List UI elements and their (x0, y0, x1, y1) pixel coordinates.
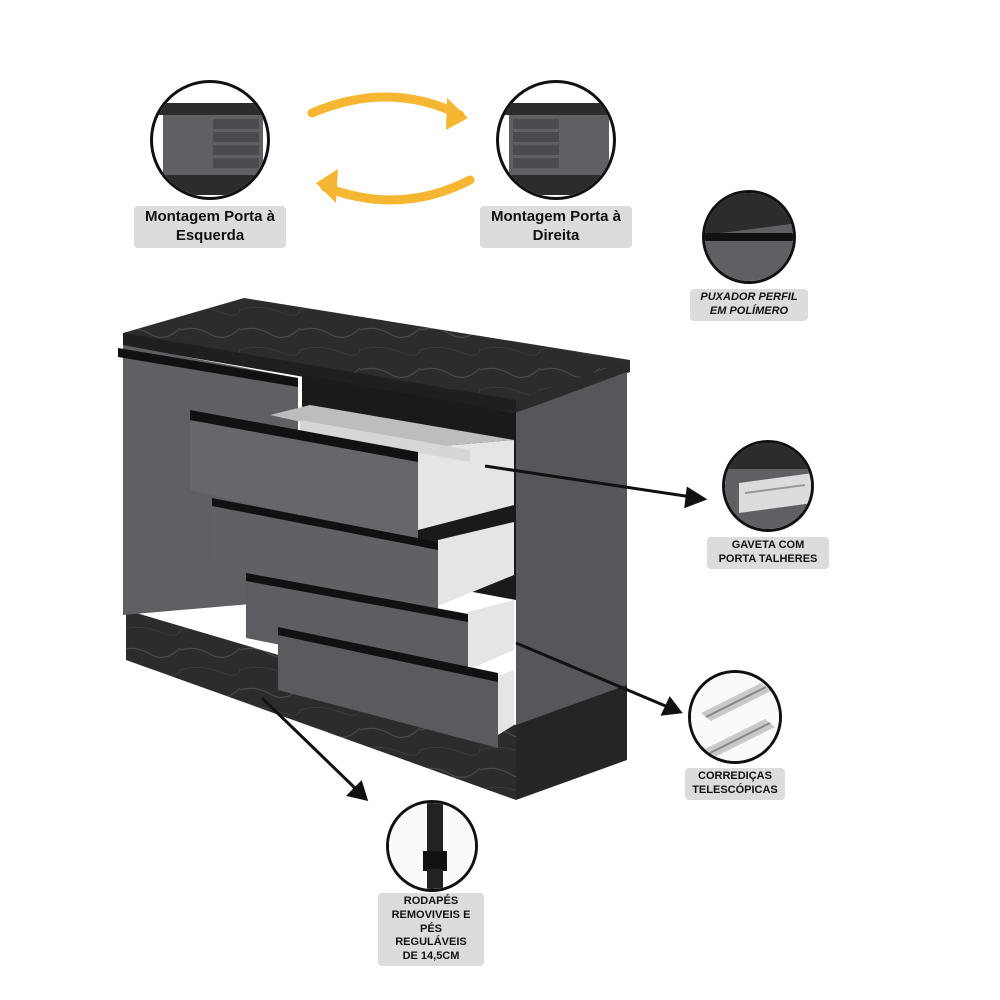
left-door-thumbnail (150, 80, 270, 200)
right-door-label: Montagem Porta à Direita (480, 206, 632, 248)
right-door-thumbnail (496, 80, 616, 200)
countertop (123, 298, 630, 413)
arrow-slides (515, 641, 669, 709)
slides-thumbnail (688, 670, 782, 764)
slides-label: CORREDIÇAS TELESCÓPICAS (685, 768, 785, 800)
drawer-2-front (212, 503, 438, 612)
swap-arrow-right (307, 92, 465, 120)
drawer-4-front (278, 632, 498, 748)
feet-label: RODAPÉS REMOVIVEIS E PÉS REGULÁVEIS DE 1… (378, 893, 484, 966)
drawer-thumbnail (722, 440, 814, 532)
arrow-drawer (484, 464, 693, 499)
handle-thumbnail (702, 190, 796, 284)
arrow-feet (260, 696, 359, 792)
left-door-label: Montagem Porta à Esquerda (134, 206, 286, 248)
cabinet-side (516, 372, 627, 738)
drawer-label: GAVETA COM PORTA TALHERES (707, 537, 829, 569)
plinth (126, 610, 516, 800)
handle-label: PUXADOR PERFIL EM POLÍMERO (690, 289, 808, 321)
feet-thumbnail (386, 800, 478, 892)
drawer-1-box (418, 440, 514, 530)
swap-arrow-left (320, 175, 475, 205)
